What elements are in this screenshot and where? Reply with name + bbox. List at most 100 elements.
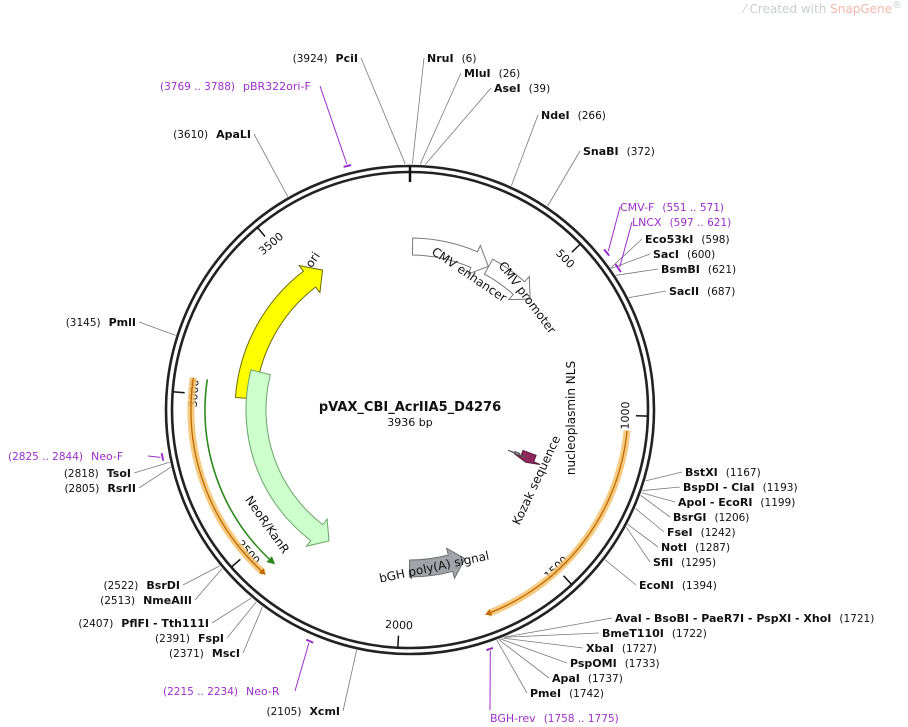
site-label[interactable]: AseI(39) (494, 82, 550, 95)
site-saci[interactable]: SacI(600) (653, 248, 715, 261)
site-snabi[interactable]: SnaBI(372) (583, 145, 655, 158)
site-label[interactable]: EcoNI(1394) (639, 579, 717, 592)
site-avai-bsobi-paer7i-pspxi-xhoi[interactable]: AvaI - BsoBI - PaeR7I - PspXI - XhoI(172… (615, 612, 874, 625)
site-bspdi-clai[interactable]: BspDI - ClaI(1193) (683, 481, 798, 494)
feature-bgh-poly-a-signal[interactable] (408, 547, 466, 580)
site-label[interactable]: (2522)BsrDI (103, 579, 180, 592)
primer-label[interactable]: (2825 .. 2844)Neo-F (8, 450, 123, 463)
feature-ori[interactable] (234, 264, 324, 400)
site-label[interactable]: FseI (1242) (667, 526, 736, 539)
site-asei[interactable]: AseI(39) (494, 82, 550, 95)
site-label[interactable]: BmeT110I(1722) (602, 627, 707, 640)
site-label[interactable]: BstXI(1167) (685, 466, 761, 479)
site-label[interactable]: PspOMI(1733) (570, 657, 660, 670)
site-econi[interactable]: EcoNI(1394) (639, 579, 717, 592)
site-bsrgi[interactable]: BsrGI(1206) (673, 511, 749, 524)
primer-label[interactable]: LNCX(597 .. 621) (632, 216, 731, 229)
primer-pbr322ori-f[interactable]: (3769 .. 3788)pBR322ori-F (160, 80, 311, 93)
site-label[interactable]: SfiI(1295) (653, 556, 716, 569)
primer-label[interactable]: (2215 .. 2234)Neo-R (163, 685, 280, 698)
site-label[interactable]: BsmBI(621) (661, 263, 736, 276)
site-sacii[interactable]: SacII(687) (669, 285, 735, 298)
primer-lncx[interactable]: LNCX(597 .. 621) (632, 216, 731, 229)
site-nrui[interactable]: NruI(6) (427, 52, 476, 65)
site-label[interactable]: PmeI(1742) (530, 687, 604, 700)
primer-bgh-rev[interactable]: BGH-rev(1758 .. 1775) (490, 712, 619, 725)
site-label[interactable]: AvaI - BsoBI - PaeR7I - PspXI - XhoI(172… (615, 612, 874, 625)
site-label[interactable]: (2105)XcmI (267, 705, 340, 718)
site-coord: (2391) (155, 633, 190, 645)
site-label[interactable]: (2805)RsrII (64, 482, 136, 495)
primer-neo-r[interactable]: (2215 .. 2234)Neo-R (163, 685, 280, 698)
site-label[interactable]: MluI(26) (464, 67, 520, 80)
site-ndei[interactable]: NdeI(266) (541, 109, 606, 122)
site-label[interactable]: Eco53kI(598) (645, 233, 730, 246)
site-apai[interactable]: ApaI(1737) (552, 672, 623, 685)
primer-label[interactable]: BGH-rev(1758 .. 1775) (490, 712, 619, 725)
site-label[interactable]: NruI(6) (427, 52, 476, 65)
site-bmet110i[interactable]: BmeT110I(1722) (602, 627, 707, 640)
primer-bar (343, 164, 352, 168)
site-label[interactable]: ApoI - EcoRI(1199) (678, 496, 795, 509)
site-nmeaiii[interactable]: (2513)NmeAIII (100, 594, 192, 607)
site-pmli[interactable]: (3145)PmlI (66, 316, 136, 329)
site-pflfi-tth111i[interactable]: (2407)PflFI - Tth111I (78, 617, 209, 630)
site-label[interactable]: SnaBI(372) (583, 145, 655, 158)
site-label[interactable]: (2391)FspI (155, 632, 224, 645)
site-label[interactable]: XbaI(1727) (586, 642, 657, 655)
primer-label[interactable]: (3769 .. 3788)pBR322ori-F (160, 80, 311, 93)
site-label[interactable]: (2407)PflFI - Tth111I (78, 617, 209, 630)
feature-cmv-promoter[interactable] (483, 258, 531, 301)
site-coord: (1199) (760, 497, 795, 509)
feature-kozak-sequence[interactable] (507, 449, 526, 458)
site-mlui[interactable]: MluI(26) (464, 67, 520, 80)
site-label[interactable]: (2818)TsoI (64, 467, 131, 480)
primer-cmv-f[interactable]: CMV-F(551 .. 571) (620, 201, 724, 214)
site-name: FseI (667, 526, 693, 539)
primer-neo-f[interactable]: (2825 .. 2844)Neo-F (8, 450, 123, 463)
primer-name: CMV-F (620, 201, 654, 214)
site-noti[interactable]: NotI(1287) (661, 541, 730, 554)
site-label[interactable]: NdeI(266) (541, 109, 606, 122)
primer-label[interactable]: CMV-F(551 .. 571) (620, 201, 724, 214)
site-coord: (598) (701, 234, 729, 246)
site-coord: (1242) (701, 527, 736, 539)
primer-leader-line (294, 642, 310, 692)
site-label[interactable]: (3610)ApaLI (173, 128, 251, 141)
site-fsei[interactable]: FseI (1242) (667, 526, 736, 539)
site-label[interactable]: (3145)PmlI (66, 316, 136, 329)
site-label[interactable]: (2513)NmeAIII (100, 594, 192, 607)
site-bsrdi[interactable]: (2522)BsrDI (103, 579, 180, 592)
site-label[interactable]: NotI(1287) (661, 541, 730, 554)
site-pmei[interactable]: PmeI(1742) (530, 687, 604, 700)
site-apali[interactable]: (3610)ApaLI (173, 128, 251, 141)
site-rsrii[interactable]: (2805)RsrII (64, 482, 136, 495)
site-bsmbi[interactable]: BsmBI(621) (661, 263, 736, 276)
site-eco53ki[interactable]: Eco53kI(598) (645, 233, 730, 246)
site-xbai[interactable]: XbaI(1727) (586, 642, 657, 655)
site-label[interactable]: (2371)MscI (169, 647, 240, 660)
feature-neor-kanr[interactable] (245, 369, 330, 547)
site-leader-line (604, 559, 637, 586)
site-msci[interactable]: (2371)MscI (169, 647, 240, 660)
site-apoi-ecori[interactable]: ApoI - EcoRI(1199) (678, 496, 795, 509)
site-label[interactable]: (3924)PciI (293, 52, 358, 65)
tick-label: 3500 (256, 230, 286, 258)
site-label[interactable]: ApaI(1737) (552, 672, 623, 685)
site-label[interactable]: SacII(687) (669, 285, 735, 298)
snapgene-logo-icon: ⁄ (743, 2, 750, 16)
site-coord: (1287) (695, 542, 730, 554)
tick-mark (397, 635, 400, 648)
site-tsoi[interactable]: (2818)TsoI (64, 467, 131, 480)
site-coord: (687) (707, 286, 735, 298)
site-pspomi[interactable]: PspOMI(1733) (570, 657, 660, 670)
site-fspi[interactable]: (2391)FspI (155, 632, 224, 645)
site-label[interactable]: BspDI - ClaI(1193) (683, 481, 798, 494)
site-label[interactable]: BsrGI(1206) (673, 511, 749, 524)
site-pcii[interactable]: (3924)PciI (293, 52, 358, 65)
site-label[interactable]: SacI(600) (653, 248, 715, 261)
feature-nucleoplasmin-nls[interactable] (513, 449, 541, 465)
site-sfii[interactable]: SfiI(1295) (653, 556, 716, 569)
site-xcmi[interactable]: (2105)XcmI (267, 705, 340, 718)
site-bstxi[interactable]: BstXI(1167) (685, 466, 761, 479)
